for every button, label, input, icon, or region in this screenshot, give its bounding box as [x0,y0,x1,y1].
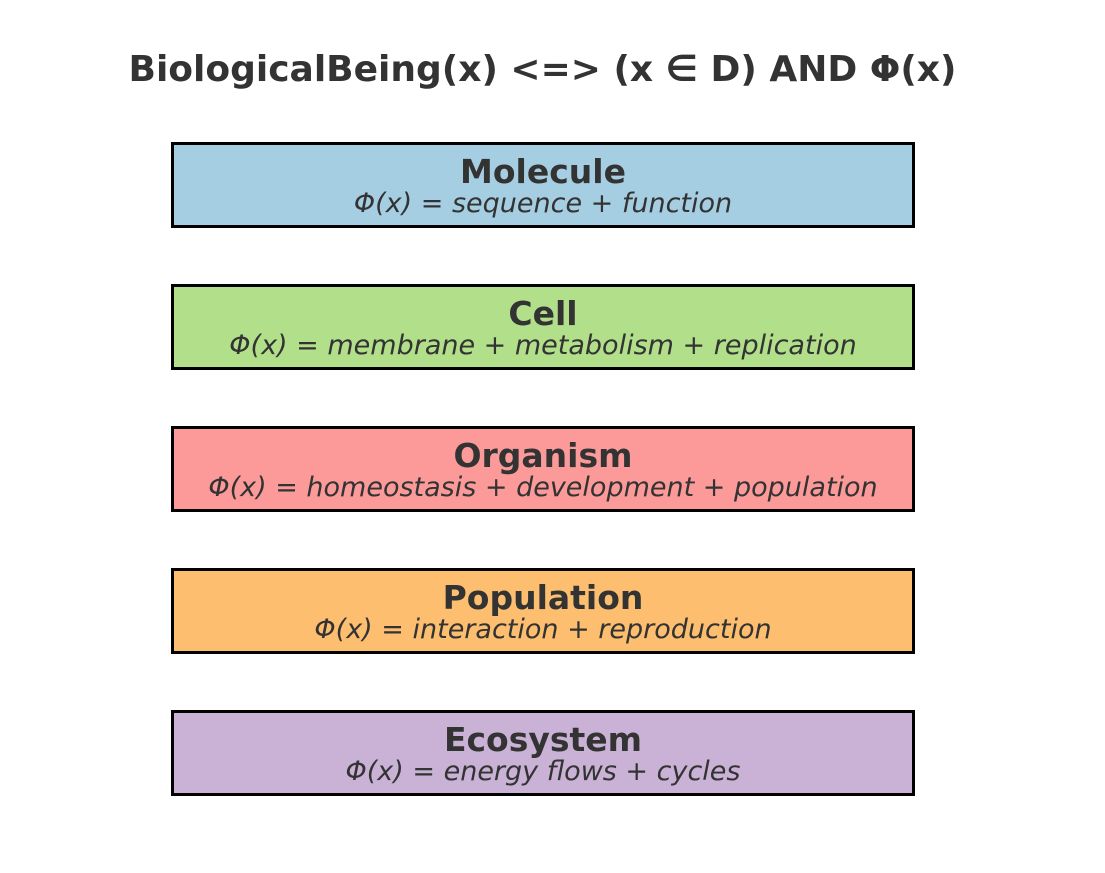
level-box-molecule: Molecule Φ(x) = sequence + function [171,142,915,228]
level-name: Cell [508,294,578,333]
diagram-title: BiologicalBeing(x) <=> (x ∈ D) AND Φ(x) [128,49,957,90]
level-name: Molecule [460,152,626,191]
level-definition: Φ(x) = sequence + function [353,188,733,219]
level-name: Organism [453,436,633,475]
level-box-ecosystem: Ecosystem Φ(x) = energy flows + cycles [171,710,915,796]
level-name: Population [442,578,644,617]
level-definition: Φ(x) = homeostasis + development + popul… [208,472,878,503]
level-definition: Φ(x) = interaction + reproduction [314,614,772,645]
level-definition: Φ(x) = membrane + metabolism + replicati… [229,330,857,361]
level-definition: Φ(x) = energy flows + cycles [345,756,741,787]
level-box-population: Population Φ(x) = interaction + reproduc… [171,568,915,654]
level-box-organism: Organism Φ(x) = homeostasis + developmen… [171,426,915,512]
level-box-cell: Cell Φ(x) = membrane + metabolism + repl… [171,284,915,370]
level-name: Ecosystem [443,720,643,759]
